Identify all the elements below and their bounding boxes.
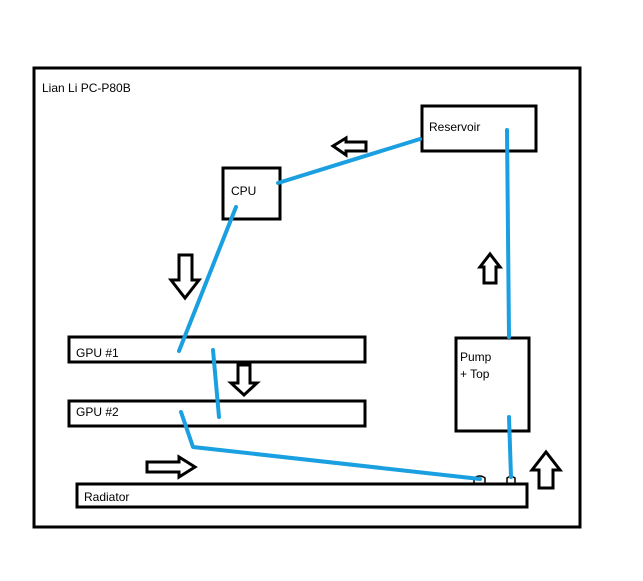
tube-gpu2-to-radiator <box>179 410 482 481</box>
tube-gpu1-to-gpu2 <box>211 348 221 419</box>
reservoir-label: Reservoir <box>429 120 480 134</box>
arrow-down-icon <box>227 363 261 398</box>
cpu-box: CPU <box>221 166 282 221</box>
pump-label-line2: + Top <box>460 367 490 381</box>
case-outline <box>32 66 582 529</box>
arrow-up-icon <box>528 449 564 490</box>
tubing <box>177 128 513 481</box>
case-label: Lian Li PC-P80B <box>42 81 131 95</box>
tube-reservoir-to-cpu <box>276 137 422 185</box>
gpu1-box: GPU #1 <box>67 335 367 364</box>
radiator-label: Radiator <box>84 490 129 504</box>
arrow-right-icon <box>145 454 198 480</box>
tube-cpu-to-gpu1 <box>177 205 238 353</box>
reservoir-box: Reservoir <box>420 104 538 153</box>
arrow-up-icon <box>476 251 504 285</box>
radiator-box: Radiator <box>75 482 529 509</box>
cpu-label: CPU <box>231 184 256 198</box>
gpu1-label: GPU #1 <box>76 346 119 360</box>
gpu2-label: GPU #2 <box>76 405 119 419</box>
tube-pump-to-reservoir <box>505 128 511 339</box>
tube-radiator-to-pump <box>507 415 513 479</box>
arrow-down-icon <box>167 253 203 301</box>
pump-label-line1: Pump <box>460 350 492 364</box>
arrow-left-icon <box>330 135 368 158</box>
pump-box: Pump + Top <box>454 336 531 433</box>
